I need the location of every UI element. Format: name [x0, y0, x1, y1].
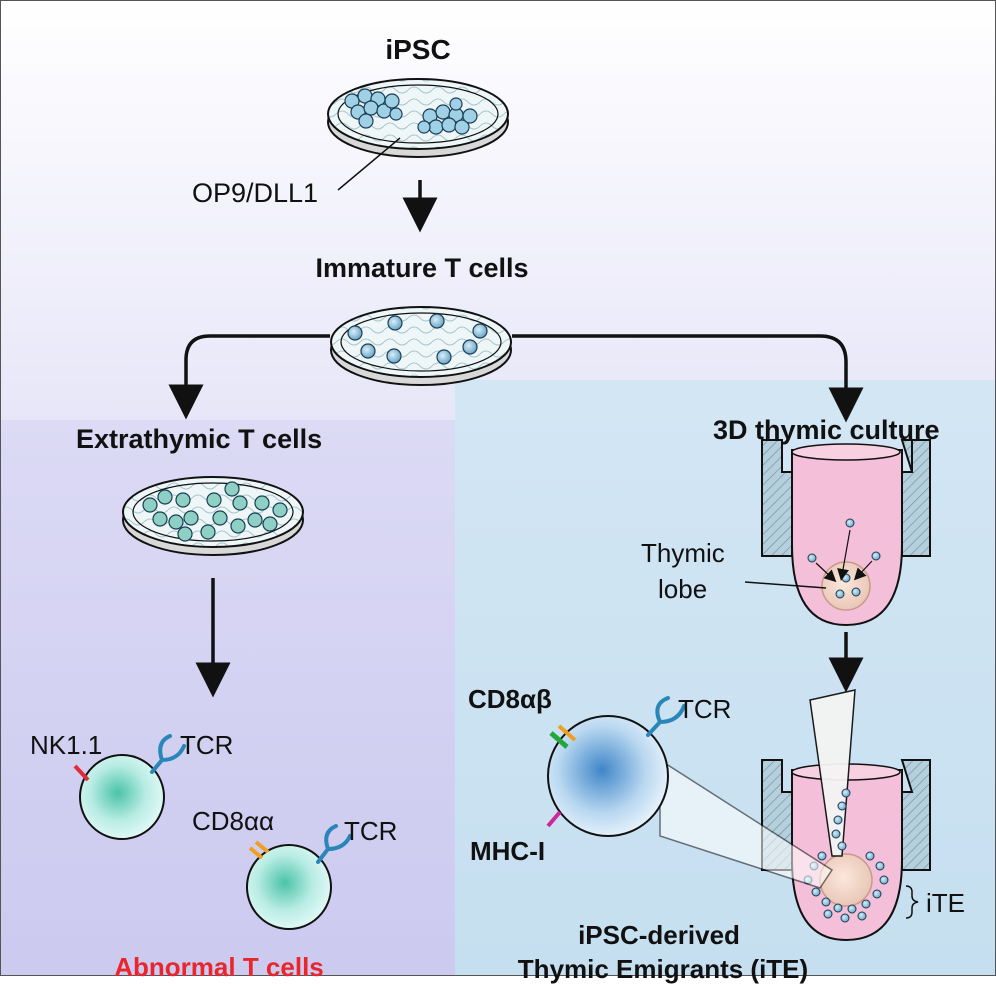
nk11-label: NK1.1: [30, 730, 103, 760]
arrow-to-extrathymic: [168, 334, 330, 420]
op9-label: OP9/DLL1: [192, 178, 319, 208]
ite-bracket: [905, 885, 919, 919]
tcr-label-2: TCR: [344, 816, 398, 846]
ipsc-derived-label-line2: Thymic Emigrants (iTE): [517, 954, 809, 984]
abnormal-cell-cd8aa: [246, 824, 352, 930]
ipsc-dish: [327, 78, 509, 158]
tcr-label-1: TCR: [180, 730, 234, 760]
ipsc-derived-label-line1: iPSC-derived: [578, 920, 740, 950]
abnormal-cell-nk11: [73, 734, 186, 840]
immature-dish: [330, 306, 512, 386]
ite-cell: [546, 696, 686, 837]
op9-pointer: [337, 137, 401, 191]
tcr-label-3: TCR: [678, 694, 732, 724]
arrow-to-thymic-culture: [512, 334, 864, 423]
ipsc-label: iPSC: [385, 34, 451, 65]
thymic-lobe-label-line1: Thymic: [641, 538, 725, 568]
cd8aa-label: CD8αα: [192, 806, 275, 836]
ite-collection-well: [761, 689, 931, 942]
thymic-lobe-pointer: [744, 581, 827, 589]
extrathymic-label: Extrathymic T cells: [76, 424, 323, 454]
abnormal-label: Abnormal T cells: [114, 952, 324, 982]
thymic-culture-well: [761, 439, 931, 627]
thymic-lobe-label-line2: lobe: [658, 574, 708, 604]
zoom-cone: [659, 758, 834, 889]
immature-label: Immature T cells: [315, 253, 529, 283]
mhc1-label: MHC-I: [470, 836, 546, 866]
ite-label: iTE: [926, 888, 965, 918]
cd8ab-label: CD8αβ: [468, 684, 552, 714]
extrathymic-dish: [122, 476, 304, 556]
thymic-culture-label: 3D thymic culture: [713, 415, 940, 445]
